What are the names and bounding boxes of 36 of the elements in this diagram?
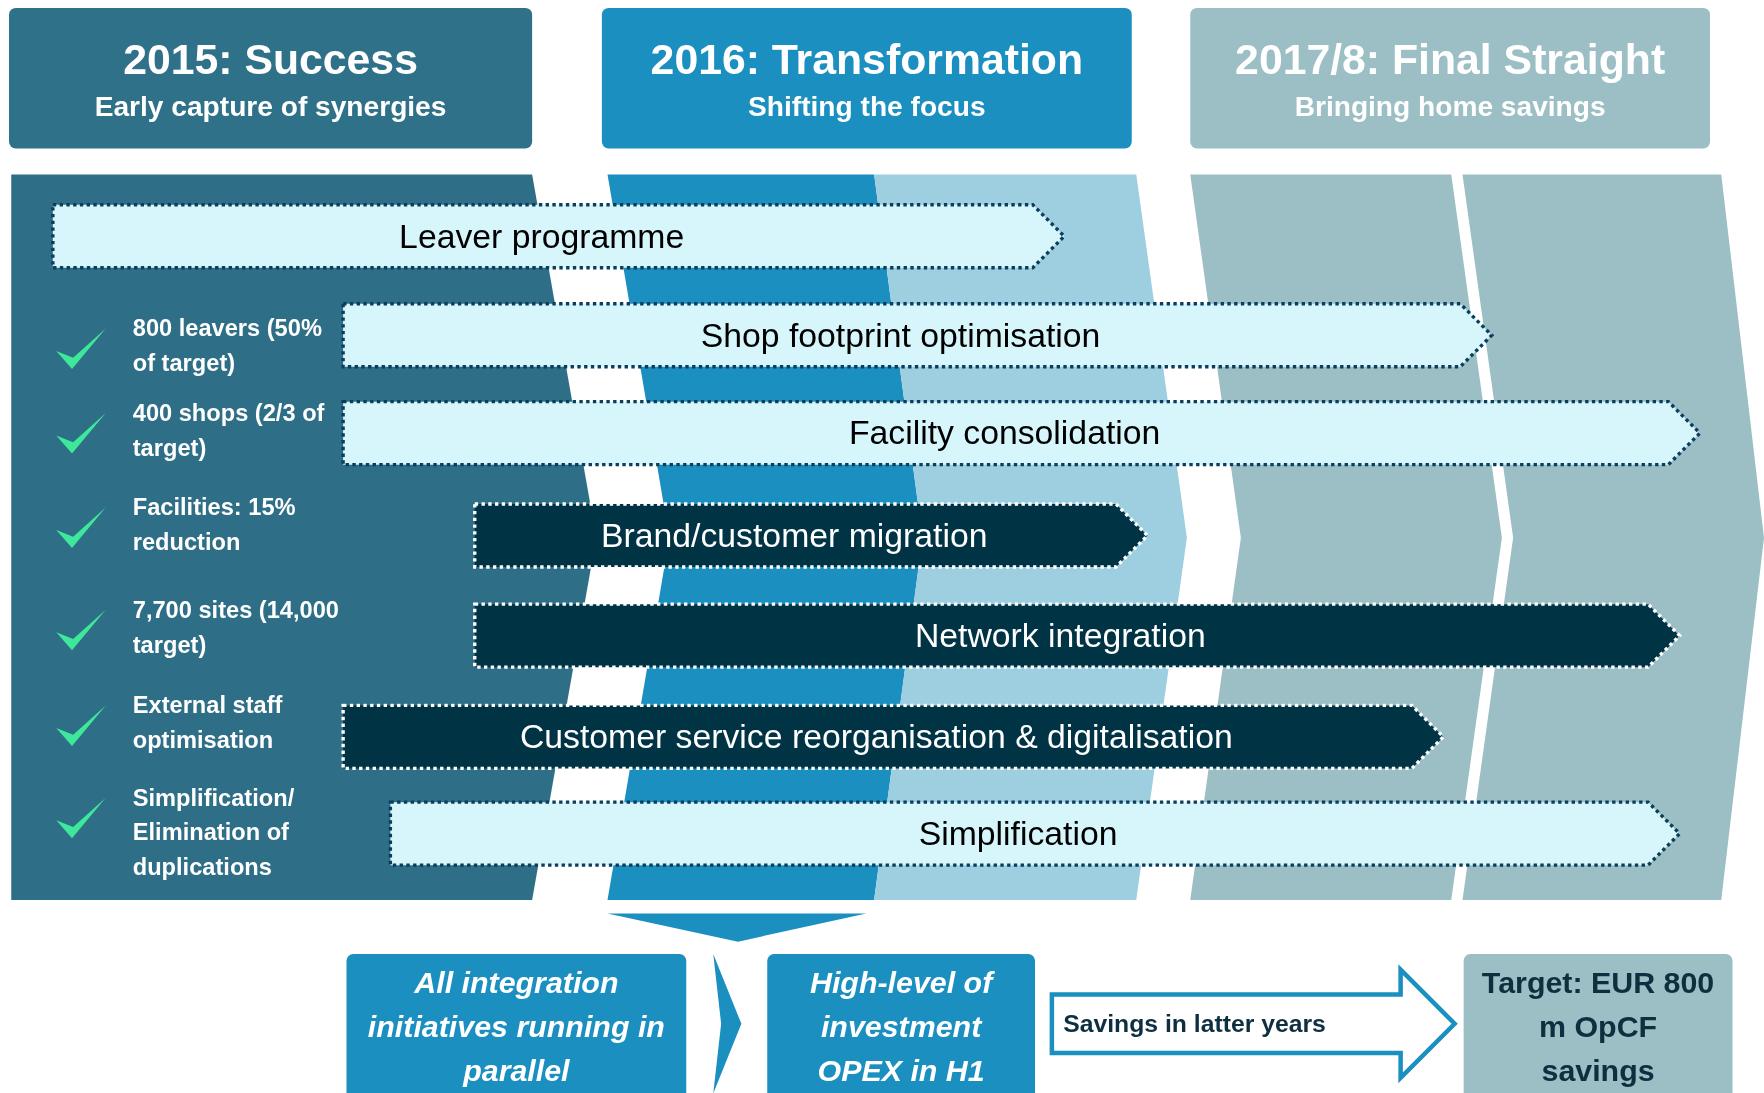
initiative-label: Shop footprint optimisation (699, 315, 1102, 356)
initiative-label: Network integration (913, 615, 1207, 656)
initiative-banner (340, 301, 1494, 369)
phase-header (9, 7, 533, 149)
initiative-banner (388, 799, 1682, 868)
chevron-arrow (713, 954, 742, 1093)
summary-text: Target: EUR 800 m OpCF savings (1480, 964, 1716, 1090)
result-note: Simplification/ Elimination of duplications (132, 783, 296, 882)
initiative-banner (472, 601, 1682, 670)
result-note: Facilities: 15% reduction (132, 492, 297, 557)
initiative-label: Leaver programme (398, 216, 686, 257)
summary-box (1463, 954, 1733, 1093)
summary-text: All integration initiatives running in parallel (366, 964, 666, 1090)
phase-title: 2016: Transformation (650, 34, 1083, 85)
initiative-label: Brand/customer migration (600, 515, 989, 556)
result-note: External staff optimisation (132, 690, 284, 755)
phase-subtitle: Bringing home savings (1294, 88, 1606, 124)
summary-text: High-level of investment OPEX in H1 (809, 964, 996, 1090)
phase-header (601, 7, 1132, 149)
result-note: 400 shops (2/3 of target) (132, 398, 326, 463)
phase-subtitle: Shifting the focus (748, 88, 986, 124)
initiative-banner (50, 202, 1067, 270)
phase-title: 2017/8: Final Straight (1235, 34, 1666, 85)
result-note: 800 leavers (50% of target) (132, 314, 323, 378)
phase-title: 2015: Success (123, 34, 418, 85)
initiative-label: Customer service reorganisation & digitalisation (518, 716, 1234, 757)
initiative-label: Simplification (917, 813, 1119, 854)
initiative-banner (340, 399, 1703, 467)
initiative-banner (340, 703, 1446, 771)
summary-box (767, 954, 1035, 1093)
initiative-label: Facility consolidation (847, 413, 1162, 454)
phase-subtitle: Early capture of synergies (94, 88, 447, 124)
summary-box (346, 954, 687, 1093)
phase-header (1190, 7, 1710, 149)
initiative-banner (472, 501, 1150, 570)
result-note: 7,700 sites (14,000 target) (132, 595, 340, 660)
